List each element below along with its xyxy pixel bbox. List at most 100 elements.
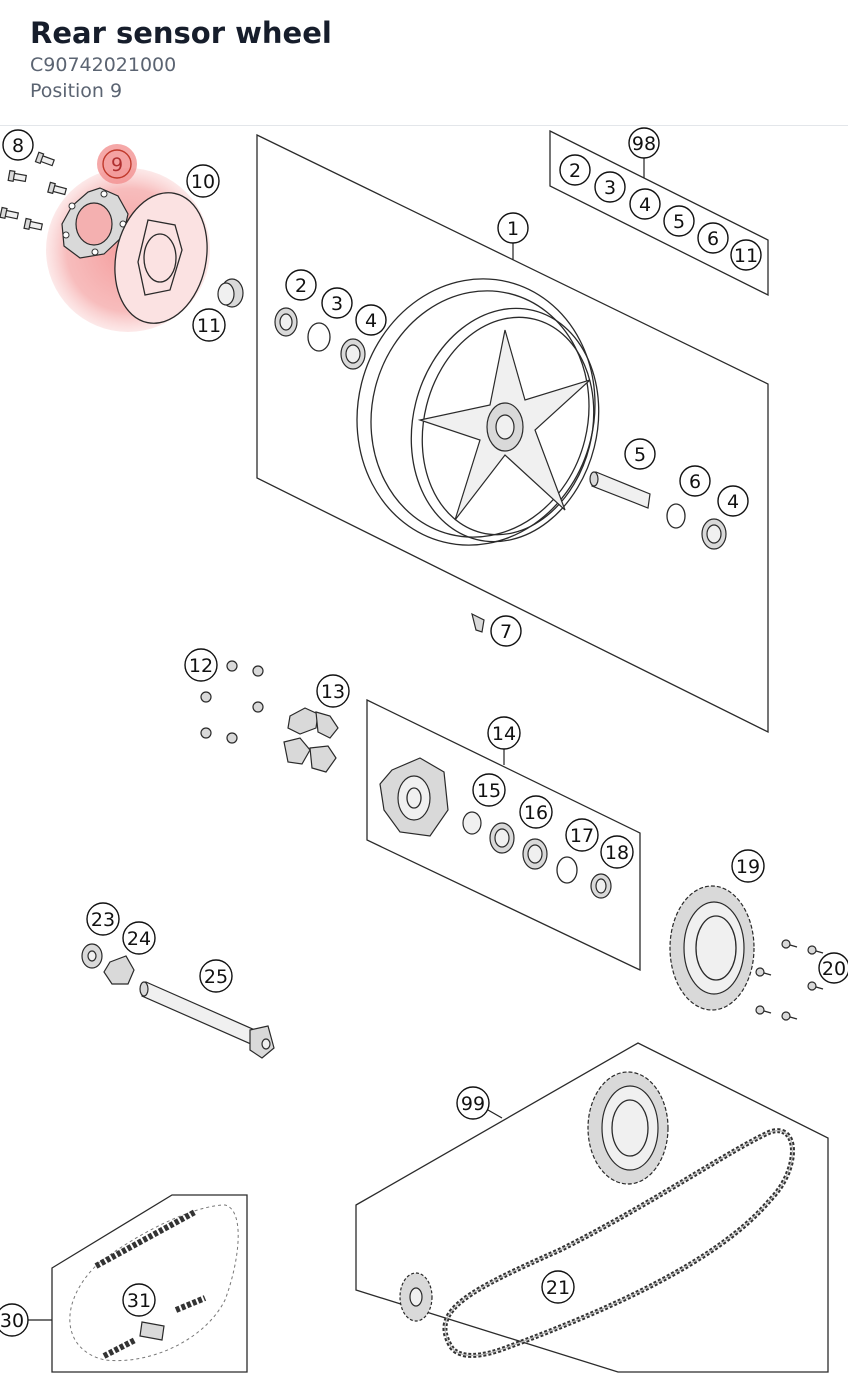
callout-8[interactable]: 8 [2, 129, 34, 161]
callout-99[interactable]: 99 [456, 1086, 490, 1120]
svg-text:6: 6 [707, 228, 719, 250]
callout-kit-2[interactable]: 2 [559, 154, 591, 186]
svg-text:18: 18 [605, 842, 629, 864]
callout-2[interactable]: 2 [285, 269, 317, 301]
axle-parts [81, 943, 275, 1059]
svg-text:99: 99 [461, 1093, 485, 1115]
callout-kit-3[interactable]: 3 [594, 171, 626, 203]
svg-text:6: 6 [689, 471, 701, 493]
svg-text:31: 31 [127, 1290, 151, 1312]
svg-text:2: 2 [569, 160, 581, 182]
svg-text:30: 30 [0, 1310, 24, 1332]
spacer-11-part [217, 278, 244, 308]
svg-text:19: 19 [736, 856, 760, 878]
svg-text:16: 16 [524, 802, 548, 824]
callout-kit-4[interactable]: 4 [629, 188, 661, 220]
callout-31[interactable]: 31 [122, 1283, 156, 1317]
svg-text:12: 12 [189, 655, 213, 677]
callout-kit-5[interactable]: 5 [663, 205, 695, 237]
callout-4-upper[interactable]: 4 [355, 304, 387, 336]
page-header: Rear sensor wheel C90742021000 Position … [30, 14, 828, 104]
chain-kit-parts [399, 1071, 795, 1358]
callout-5[interactable]: 5 [624, 438, 656, 470]
nuts-12 [200, 660, 264, 744]
callout-4-lower[interactable]: 4 [717, 485, 749, 517]
chain-lock-frame [51, 1194, 248, 1373]
svg-text:2: 2 [295, 275, 307, 297]
chain-kit-frame [355, 1042, 829, 1373]
callout-19[interactable]: 19 [731, 849, 765, 883]
chain-lock-parts [69, 1204, 239, 1362]
svg-text:24: 24 [127, 928, 151, 950]
dampers-13 [283, 707, 339, 773]
group-frames [51, 129, 829, 1373]
svg-text:5: 5 [634, 444, 646, 466]
callout-6[interactable]: 6 [679, 465, 711, 497]
callout-10[interactable]: 10 [186, 164, 220, 198]
hub-bearing-parts [462, 811, 612, 899]
rear-sprocket-part [669, 885, 755, 1011]
svg-text:4: 4 [639, 194, 651, 216]
callout-7[interactable]: 7 [490, 615, 522, 647]
kit-98-frame [549, 129, 769, 297]
bolts-20 [755, 939, 824, 1021]
svg-text:5: 5 [673, 211, 685, 233]
callout-kit-6[interactable]: 6 [697, 222, 729, 254]
svg-text:11: 11 [197, 315, 221, 337]
leader-lines [28, 158, 645, 1321]
svg-text:4: 4 [727, 491, 739, 513]
svg-text:1: 1 [507, 218, 519, 240]
callout-12[interactable]: 12 [184, 648, 218, 682]
callout-11[interactable]: 11 [192, 308, 226, 342]
svg-text:20: 20 [822, 958, 846, 980]
callout-1[interactable]: 1 [497, 212, 529, 244]
sensor-wheel-part [61, 187, 129, 259]
svg-text:8: 8 [12, 135, 24, 157]
callout-98[interactable]: 98 [628, 127, 660, 159]
wheel-group-frame [256, 133, 769, 734]
callout-13[interactable]: 13 [316, 674, 350, 708]
bolts-8 [0, 151, 68, 231]
svg-text:15: 15 [477, 780, 501, 802]
callout-17[interactable]: 17 [565, 818, 599, 852]
header-divider [0, 125, 848, 126]
part-number: C90742021000 [30, 54, 177, 76]
svg-text:98: 98 [632, 133, 656, 155]
callout-9-selected[interactable]: 9 [102, 149, 132, 179]
callout-30[interactable]: 30 [0, 1303, 29, 1337]
rear-rim-part [356, 278, 600, 546]
hub-group-frame [366, 698, 641, 972]
svg-text:3: 3 [604, 177, 616, 199]
svg-text:25: 25 [204, 966, 228, 988]
axle-spacer-parts [589, 471, 727, 550]
brake-disc-part [114, 192, 208, 324]
svg-text:4: 4 [365, 310, 377, 332]
callout-14[interactable]: 14 [487, 716, 521, 750]
svg-text:11: 11 [734, 245, 758, 267]
svg-text:13: 13 [321, 681, 345, 703]
callout-21[interactable]: 21 [541, 1270, 575, 1304]
valve-part [471, 612, 485, 633]
bearing-parts-upper [274, 307, 366, 370]
svg-text:14: 14 [492, 723, 516, 745]
callout-24[interactable]: 24 [122, 921, 156, 955]
svg-text:3: 3 [331, 293, 343, 315]
page-title: Rear sensor wheel [30, 16, 332, 50]
callout-15[interactable]: 15 [472, 773, 506, 807]
callout-kit-11[interactable]: 11 [730, 239, 762, 271]
svg-text:10: 10 [191, 171, 215, 193]
callout-20[interactable]: 20 [818, 952, 848, 984]
callout-23[interactable]: 23 [86, 902, 120, 936]
callout-25[interactable]: 25 [199, 959, 233, 993]
callout-18[interactable]: 18 [600, 835, 634, 869]
sprocket-hub-part [379, 757, 449, 837]
svg-text:23: 23 [91, 909, 115, 931]
svg-text:7: 7 [500, 621, 512, 643]
callout-3[interactable]: 3 [321, 287, 353, 319]
svg-text:21: 21 [546, 1277, 570, 1299]
svg-text:9: 9 [111, 154, 123, 176]
position-label: Position 9 [30, 80, 123, 102]
svg-text:17: 17 [570, 825, 594, 847]
callout-16[interactable]: 16 [519, 795, 553, 829]
